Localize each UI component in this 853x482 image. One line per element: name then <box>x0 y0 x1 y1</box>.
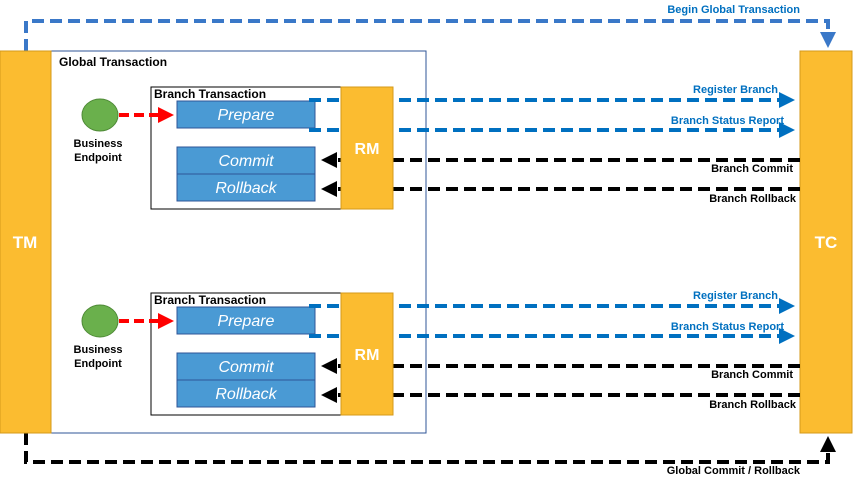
prepare-box <box>176 306 316 335</box>
prepare-box <box>176 100 316 129</box>
end-label: Global Commit / Rollback <box>667 465 801 477</box>
global-title: Global Transaction <box>59 55 167 69</box>
commit-label: Commit <box>218 153 274 170</box>
commit-box <box>176 352 316 381</box>
branch-title: Branch Transaction <box>154 87 266 101</box>
rm-box <box>340 86 394 210</box>
rollback-label: Rollback <box>215 386 277 403</box>
global-commit-arrow <box>24 433 836 464</box>
begin-global-arrow <box>24 19 836 51</box>
rm-label: RM <box>355 347 380 364</box>
commit-label: Branch Commit <box>711 369 793 381</box>
report-label: Branch Status Report <box>671 115 784 127</box>
report-label: Branch Status Report <box>671 321 784 333</box>
commit-label: Commit <box>218 359 274 376</box>
endpoint-label-1: Business <box>74 344 123 356</box>
prepare-label: Prepare <box>218 313 275 330</box>
register-label: Register Branch <box>693 84 778 96</box>
rollback-box <box>176 379 316 408</box>
commit-label: Branch Commit <box>711 163 793 175</box>
tc-box <box>799 50 853 434</box>
tm-label: TM <box>13 233 38 252</box>
rm-label: RM <box>355 141 380 158</box>
endpoint-label-1: Business <box>74 138 123 150</box>
commit-box <box>176 146 316 175</box>
rollback-box <box>176 173 316 202</box>
rollback-label: Branch Rollback <box>709 399 797 411</box>
begin-label: Begin Global Transaction <box>667 4 800 16</box>
branch-title: Branch Transaction <box>154 293 266 307</box>
business-endpoint-circle <box>81 304 119 338</box>
tm-box <box>0 50 52 434</box>
endpoint-label-2: Endpoint <box>74 152 122 164</box>
business-endpoint-circle <box>81 98 119 132</box>
rm-box <box>340 292 394 416</box>
endpoint-label-2: Endpoint <box>74 358 122 370</box>
register-label: Register Branch <box>693 290 778 302</box>
prepare-label: Prepare <box>218 107 275 124</box>
rollback-label: Branch Rollback <box>709 193 797 205</box>
tc-label: TC <box>815 233 838 252</box>
rollback-label: Rollback <box>215 180 277 197</box>
